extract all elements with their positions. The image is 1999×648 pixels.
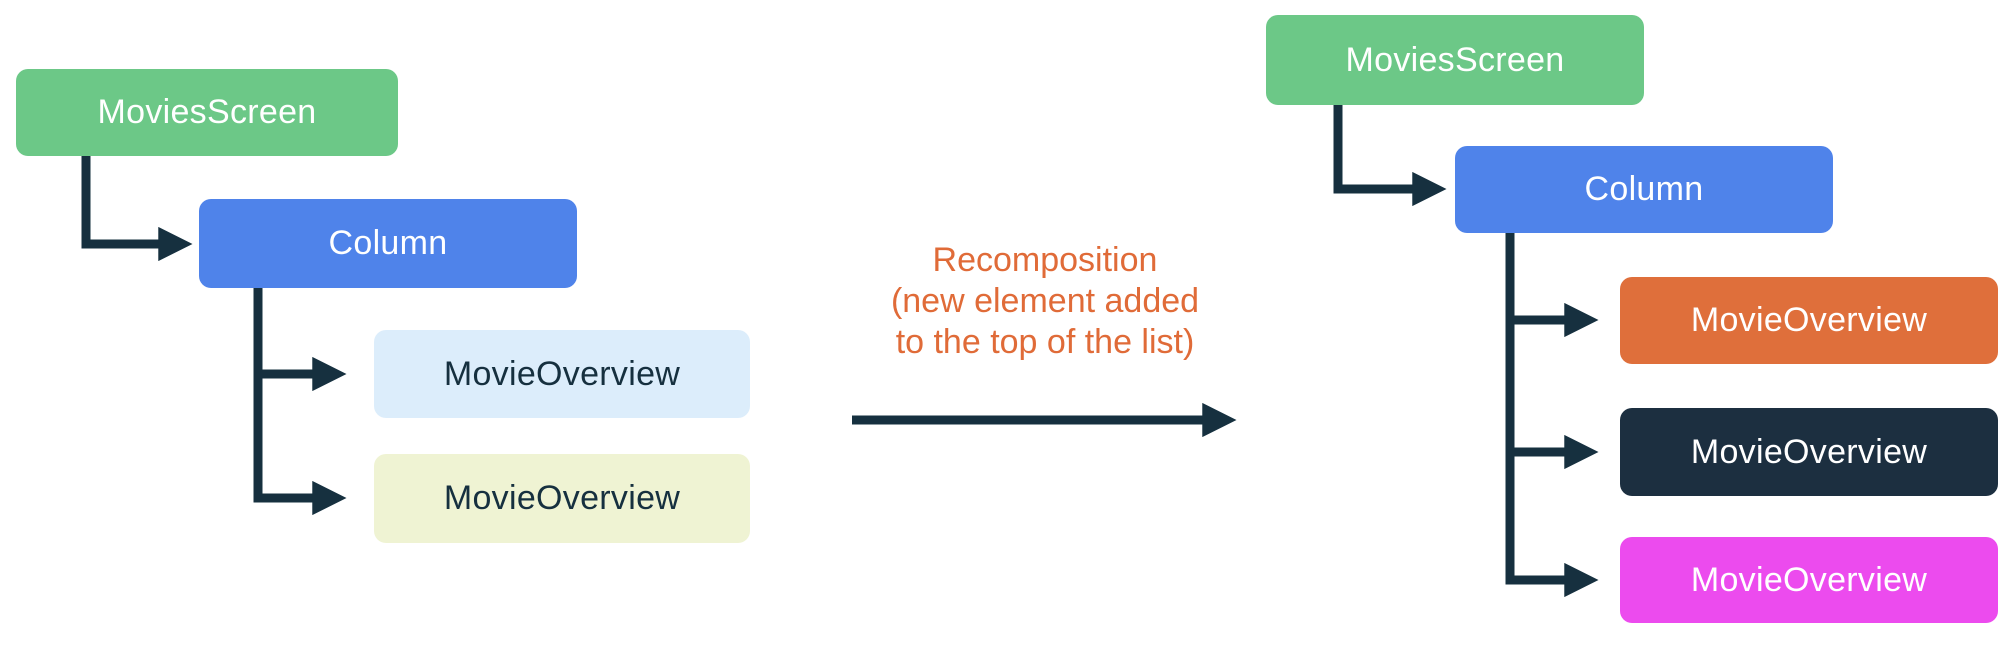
right-tree-movieoverview-node-3: MovieOverview (1620, 537, 1998, 623)
annotation-line-2: (new element added (890, 282, 1200, 320)
annotation-line-3: to the top of the list) (895, 323, 1195, 361)
left-column-spine-and-last-branch-arrow (253, 288, 347, 516)
right-root-to-column-arrow (1333, 105, 1447, 207)
left-tree-column-node: Column (199, 199, 577, 288)
left-tree-moviesscreen-node: MoviesScreen (16, 69, 398, 156)
right-tree-moviesscreen-node: MoviesScreen (1266, 15, 1644, 105)
left-tree-movieoverview-node-1: MovieOverview (374, 330, 750, 418)
left-root-to-column-arrow (81, 156, 193, 262)
right-tree-movieoverview-node-1: MovieOverview (1620, 277, 1998, 364)
left-tree-movieoverview-node-2: MovieOverview (374, 454, 750, 543)
right-tree-column-node: Column (1455, 146, 1833, 233)
recomposition-annotation: Recomposition (new element added to the … (810, 240, 1280, 363)
right-tree-movieoverview-node-2: MovieOverview (1620, 408, 1998, 496)
right-column-spine-and-last-branch-arrow (1505, 233, 1599, 598)
annotation-line-1: Recomposition (932, 241, 1158, 279)
